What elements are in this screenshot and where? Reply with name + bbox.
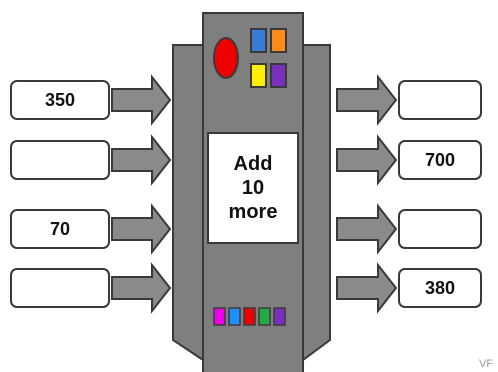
output-arrow-3 [336,203,398,255]
output-box-4[interactable]: 380 [398,268,482,308]
input-box-3[interactable]: 70 [10,209,110,249]
blue-panel-button [250,28,267,53]
orange-panel-button [270,28,287,53]
magenta-small-button [213,307,226,326]
input-box-1[interactable]: 350 [10,80,110,120]
instruction-line-3: more [228,201,278,223]
machine-instruction: Add 10 more [207,132,299,244]
green-small-button [258,307,271,326]
output-arrow-4 [336,262,398,314]
watermark: VF [479,358,494,370]
bottom-buttons [213,307,286,326]
input-arrow-4 [111,262,172,314]
instruction-line-2: 10 [241,177,265,199]
machine-right-flap [302,44,331,362]
machine-left-flap [172,44,204,362]
output-box-2[interactable]: 700 [398,140,482,180]
blue-small-button [228,307,241,326]
output-box-3[interactable] [398,209,482,249]
purple-small-button [273,307,286,326]
input-arrow-2 [111,134,172,186]
output-arrow-1 [336,74,398,126]
red-small-button [243,307,256,326]
output-box-1[interactable] [398,80,482,120]
output-arrow-2 [336,134,398,186]
yellow-panel-button [250,63,267,88]
purple-panel-button [270,63,287,88]
input-box-2[interactable] [10,140,110,180]
input-arrow-3 [111,203,172,255]
instruction-line-1: Add [233,153,273,175]
red-light [213,37,239,79]
input-box-4[interactable] [10,268,110,308]
input-arrow-1 [111,74,172,126]
